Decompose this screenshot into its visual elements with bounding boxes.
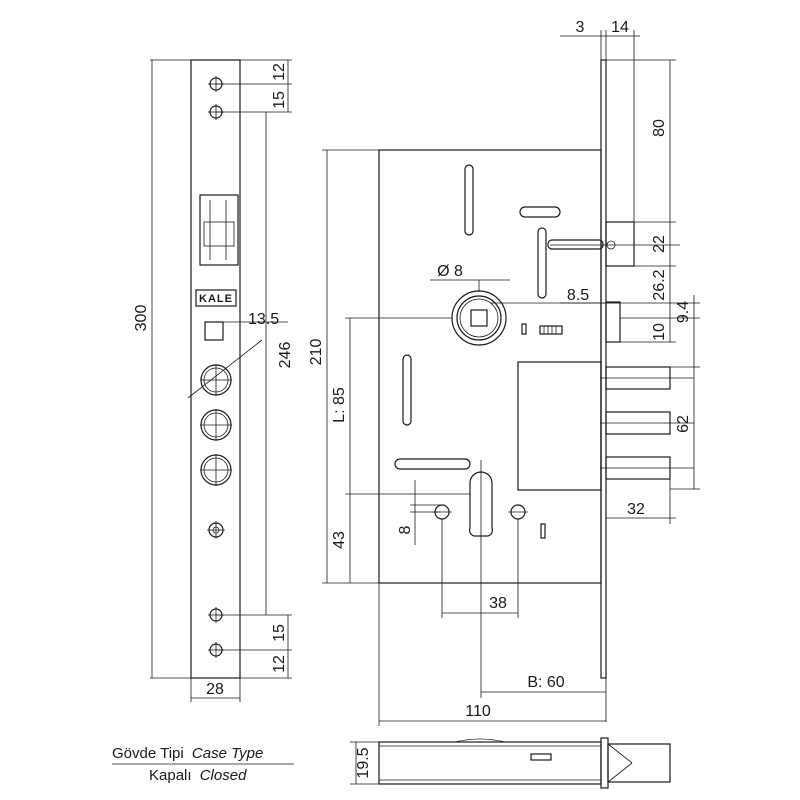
dim-bolt-projection: 32 — [605, 479, 676, 524]
faceplate-cutout — [204, 321, 224, 341]
bolt-hole-1 — [200, 364, 232, 396]
deadbolt-2 — [600, 411, 694, 435]
dim-screw-gap-bottom-label: 12 — [271, 655, 288, 673]
dim-screw-gap-top-label: 12 — [271, 63, 288, 81]
dim-center-distance: L: 85 — [331, 317, 470, 495]
dim-case-thickness: 19.5 — [350, 741, 379, 785]
dim-case-width: 110 — [378, 583, 606, 726]
case-side-view: 3 14 80 22 26.2 9.4 10 8.5 Ø 8 — [308, 19, 700, 726]
dim-cylinder-to-bottom: 43 — [331, 494, 351, 583]
slot-vertical — [537, 227, 547, 299]
dim-case-height: 210 — [308, 149, 379, 584]
deadbolt-1 — [600, 366, 694, 390]
caption-line-1: Gövde Tipi Case Type — [112, 745, 263, 762]
faceplate-screw-middle — [207, 521, 225, 539]
toggle-mark — [539, 325, 563, 335]
case-body — [378, 149, 602, 584]
dim-faceplate-width: 28 — [190, 678, 241, 702]
dim-spindle-diameter: Ø 8 — [430, 263, 510, 281]
dim-latch-to-spindle-label: 26.2 — [651, 269, 668, 300]
dim-aux-spacing-label: 10 — [651, 323, 668, 341]
dim-cylinder-to-bottom-label: 43 — [331, 531, 348, 549]
dim-backset: B: 60 — [481, 583, 607, 722]
faceplate-outline — [190, 59, 241, 679]
case-top-outline — [378, 741, 602, 785]
dim-case-thickness-label: 19.5 — [355, 747, 372, 778]
dim-center-distance-label: L: 85 — [331, 387, 348, 423]
caption-line-2: Kapalı Closed — [149, 767, 247, 784]
dim-top-offset-label: 80 — [651, 119, 668, 137]
dim-faceplate-width-label: 28 — [206, 681, 224, 698]
dim-screw-offset: 8 — [397, 480, 440, 545]
slot-left — [402, 354, 412, 426]
dim-bolt-spacing-label: 62 — [675, 415, 692, 433]
caption-case-type-en: Case Type — [192, 745, 263, 762]
case-type-caption: Gövde Tipi Case Type Kapalı Closed — [112, 745, 294, 784]
latch-opening — [199, 194, 239, 266]
caption-case-type-tr: Gövde Tipi — [112, 745, 184, 762]
mark-lower — [540, 523, 546, 539]
cylinder-screw-right — [508, 504, 528, 520]
faceplate-view: KALE — [133, 59, 294, 702]
aux-block — [605, 301, 621, 343]
dim-bolt-spacing: 62 — [670, 360, 700, 490]
dim-faceplate-length-label: 300 — [133, 305, 150, 332]
bolt-hole-3 — [200, 454, 232, 486]
dim-screw-pitch-bottom-label: 15 — [271, 624, 288, 642]
top-view-plate — [600, 737, 609, 789]
dim-spindle-diameter-label: Ø 8 — [437, 263, 463, 280]
dim-right-chain: 80 22 26.2 9.4 10 — [490, 59, 700, 360]
latch-bolt — [547, 221, 680, 267]
dim-spindle-offset-label: 8.5 — [567, 287, 589, 304]
dim-case-width-label: 110 — [465, 703, 491, 720]
dim-screw-spacing: 38 — [441, 519, 519, 618]
slot-small — [519, 206, 561, 218]
dim-latch-height-label: 22 — [651, 235, 668, 253]
caption-closed-en: Closed — [200, 767, 247, 784]
caption-closed-tr: Kapalı — [149, 767, 192, 784]
slot-horizontal — [394, 458, 471, 470]
dim-cutout-label: 13.5 — [248, 311, 279, 328]
logo-text: KALE — [199, 293, 233, 305]
mark-small — [521, 323, 527, 335]
dim-screw-offset-label: 8 — [397, 525, 414, 534]
deadbolt-3 — [600, 456, 694, 480]
spindle-hub — [451, 280, 507, 346]
dim-screw-pitch-top-label: 15 — [271, 91, 288, 109]
dim-top-plate: 3 14 — [560, 19, 640, 222]
case-top-view: 19.5 — [350, 737, 671, 789]
dim-aux-height-label: 9.4 — [675, 301, 692, 323]
kale-logo: KALE — [195, 289, 237, 307]
dim-latch-projection-label: 14 — [611, 19, 629, 36]
bolt-housing — [517, 361, 602, 491]
forend-plate — [600, 59, 607, 679]
dim-spindle-offset: 8.5 — [560, 287, 620, 304]
dim-faceplate-length: 300 — [133, 59, 191, 679]
dim-plate-thickness-label: 3 — [576, 19, 585, 36]
dim-bolt-projection-label: 32 — [627, 501, 645, 518]
slot-top — [464, 164, 474, 236]
dim-hole-span-label: 246 — [277, 342, 294, 369]
dim-faceplate-right: 12 15 246 15 12 — [216, 59, 294, 679]
bolt-hole-2 — [200, 409, 232, 441]
dim-cutout: 13.5 — [205, 311, 288, 328]
dim-case-height-label: 210 — [308, 339, 325, 366]
cylinder-cutout — [468, 460, 494, 698]
dim-backset-label: B: 60 — [527, 674, 564, 691]
top-view-slot — [530, 753, 552, 761]
top-view-bolt — [607, 743, 671, 783]
dim-screw-spacing-label: 38 — [489, 595, 507, 612]
